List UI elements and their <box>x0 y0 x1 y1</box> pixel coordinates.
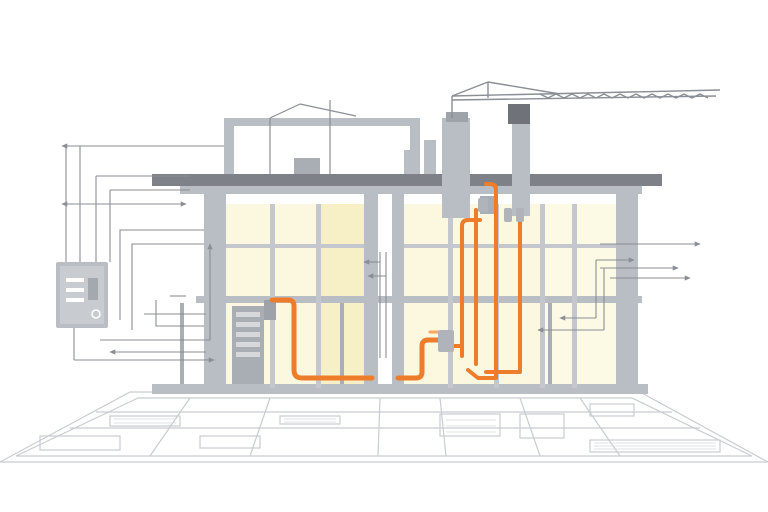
mid-slab <box>196 296 642 303</box>
pipe-ground-left <box>269 297 375 381</box>
floor-plan-room <box>279 415 341 425</box>
floor-plan-room <box>589 403 635 417</box>
pipe-ground-middle <box>395 337 449 381</box>
riser-duct-right <box>512 120 530 216</box>
equipment-cabinet <box>232 300 276 384</box>
base-slab <box>152 384 648 394</box>
floor-plan-room <box>199 435 261 449</box>
hot-water-pipes <box>269 182 522 381</box>
floor-plan-room <box>109 415 181 427</box>
riser-ducts <box>442 104 530 218</box>
floor-plan-wall <box>149 397 191 457</box>
rooftop-equipment <box>224 118 436 174</box>
rooftop-antenna <box>269 100 357 174</box>
middle-duct <box>363 252 387 358</box>
riser-duct-left <box>442 118 470 218</box>
pipe-valves <box>438 198 524 352</box>
pipe-riser-1 <box>460 218 482 358</box>
tower-crane-icon <box>451 81 721 118</box>
floor-plan-wall <box>377 397 381 457</box>
floor-plan-inner-outline <box>15 397 753 457</box>
pipe-riser-4 <box>484 218 522 374</box>
floor-plan-room <box>439 413 501 437</box>
floor-plan-wall <box>249 397 271 457</box>
pipe-riser-2 <box>466 182 498 380</box>
upper-beam <box>180 186 642 194</box>
floor-plan-hatching <box>114 418 716 450</box>
column-middle-right <box>392 186 404 392</box>
roof-slab <box>152 174 662 186</box>
floor-plan-wall <box>519 397 541 457</box>
electrical-panel-icon <box>56 262 108 328</box>
floor-plan-wall <box>579 397 621 457</box>
floor-plan-room <box>589 439 721 453</box>
distribution-lines-left <box>61 143 224 363</box>
crane-counterweight <box>508 104 530 124</box>
floor-plan <box>0 391 768 463</box>
column-right <box>616 186 638 392</box>
floor-plan-room <box>39 435 121 451</box>
floor-plan-room <box>519 413 565 439</box>
column-left <box>204 186 226 392</box>
floor-plan-wall <box>439 397 447 457</box>
ground-floor-posts <box>180 303 552 384</box>
distribution-lines-right <box>537 241 701 333</box>
column-middle-left <box>364 186 378 392</box>
